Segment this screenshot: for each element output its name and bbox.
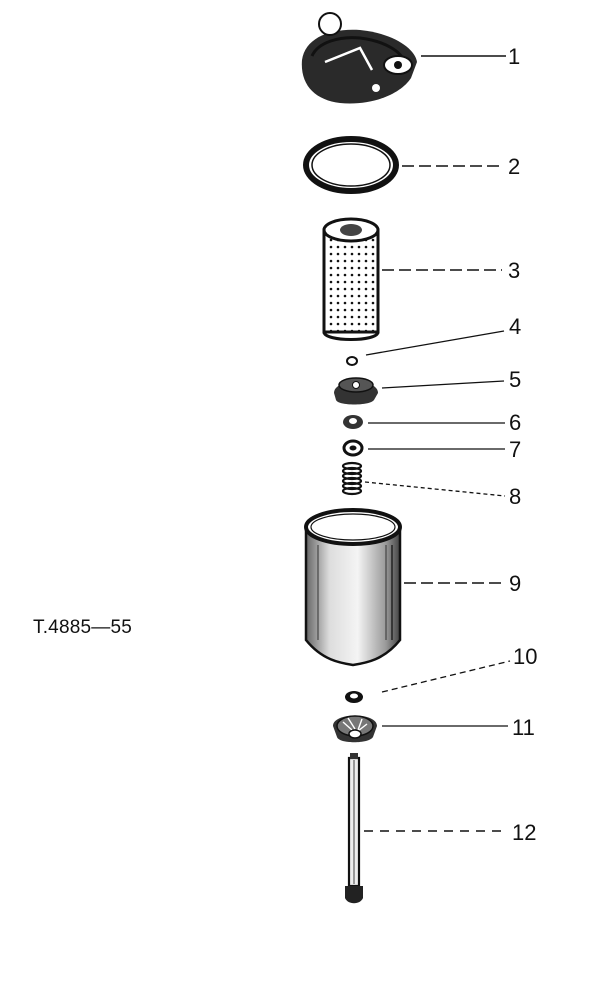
part-3-filter-element xyxy=(322,217,380,341)
callout-numbers: 1 2 3 4 5 6 7 8 9 10 11 12 xyxy=(508,44,537,845)
callout-4: 4 xyxy=(509,314,521,339)
callout-2: 2 xyxy=(508,154,520,179)
part-12-centre-bolt xyxy=(345,753,363,904)
part-10-sealing-washer xyxy=(345,691,363,703)
leader-lines xyxy=(364,55,511,832)
callout-12: 12 xyxy=(512,820,536,845)
callout-8: 8 xyxy=(509,484,521,509)
part-5-pressure-plate xyxy=(334,377,378,405)
part-1-filter-head xyxy=(301,12,417,104)
callout-9: 9 xyxy=(509,571,521,596)
part-7-washer xyxy=(342,439,364,457)
callout-7: 7 xyxy=(509,437,521,462)
callout-1: 1 xyxy=(508,44,520,69)
callout-3: 3 xyxy=(508,258,520,283)
callout-5: 5 xyxy=(509,367,521,392)
part-4-o-ring xyxy=(346,356,358,366)
callout-6: 6 xyxy=(509,410,521,435)
part-9-filter-bowl xyxy=(304,508,402,667)
drawing-reference: T.4885—55 xyxy=(33,617,132,638)
part-2-sealing-ring xyxy=(303,136,399,194)
callout-10: 10 xyxy=(513,644,537,669)
callout-11: 11 xyxy=(512,715,535,740)
part-11-seal-housing xyxy=(333,715,377,743)
part-6-washer xyxy=(343,415,363,429)
part-8-spring xyxy=(341,461,363,496)
